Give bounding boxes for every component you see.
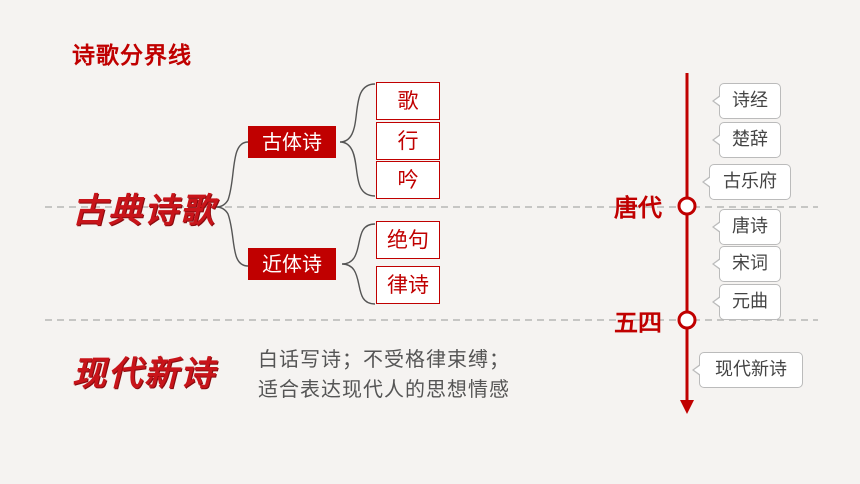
modern-poetry-label: 现代新诗 [72,354,216,394]
jintishi-item-lvshi: 律诗 [376,266,440,304]
jintishi-item-jueju: 绝句 [376,221,440,259]
page-title: 诗歌分界线 [72,43,192,69]
bubble-songci: 宋词 [712,246,781,282]
era-wusi: 五四 [614,309,662,337]
brace-main [215,141,249,267]
timeline-node-tang [677,196,697,216]
gutishi-item-ge: 歌 [376,82,440,120]
gutishi-label: 古体诗 [248,126,336,158]
modern-description: 白话写诗；不受格律束缚； 适合表达现代人的思想情感 [258,344,510,404]
gutishi-item-xing: 行 [376,122,440,160]
bubble-yuanqu: 元曲 [712,284,781,320]
bubble-tangshi: 唐诗 [712,209,781,245]
bubble-guyuefu: 古乐府 [702,164,791,200]
jintishi-label: 近体诗 [248,248,336,280]
brace-jintishi [341,223,376,305]
bubble-xiandaixinshi: 现代新诗 [692,352,803,388]
bubble-chuci: 楚辞 [712,122,781,158]
timeline-arrowhead [680,400,694,414]
gutishi-item-yin: 吟 [376,161,440,199]
brace-gutishi [339,83,376,197]
modern-description-line1: 白话写诗；不受格律束缚； [258,347,510,371]
classical-poetry-label: 古典诗歌 [72,191,216,231]
modern-description-line2: 适合表达现代人的思想情感 [258,377,510,401]
bubble-shijing: 诗经 [712,83,781,119]
era-tang: 唐代 [614,194,662,222]
timeline-node-wusi [677,310,697,330]
